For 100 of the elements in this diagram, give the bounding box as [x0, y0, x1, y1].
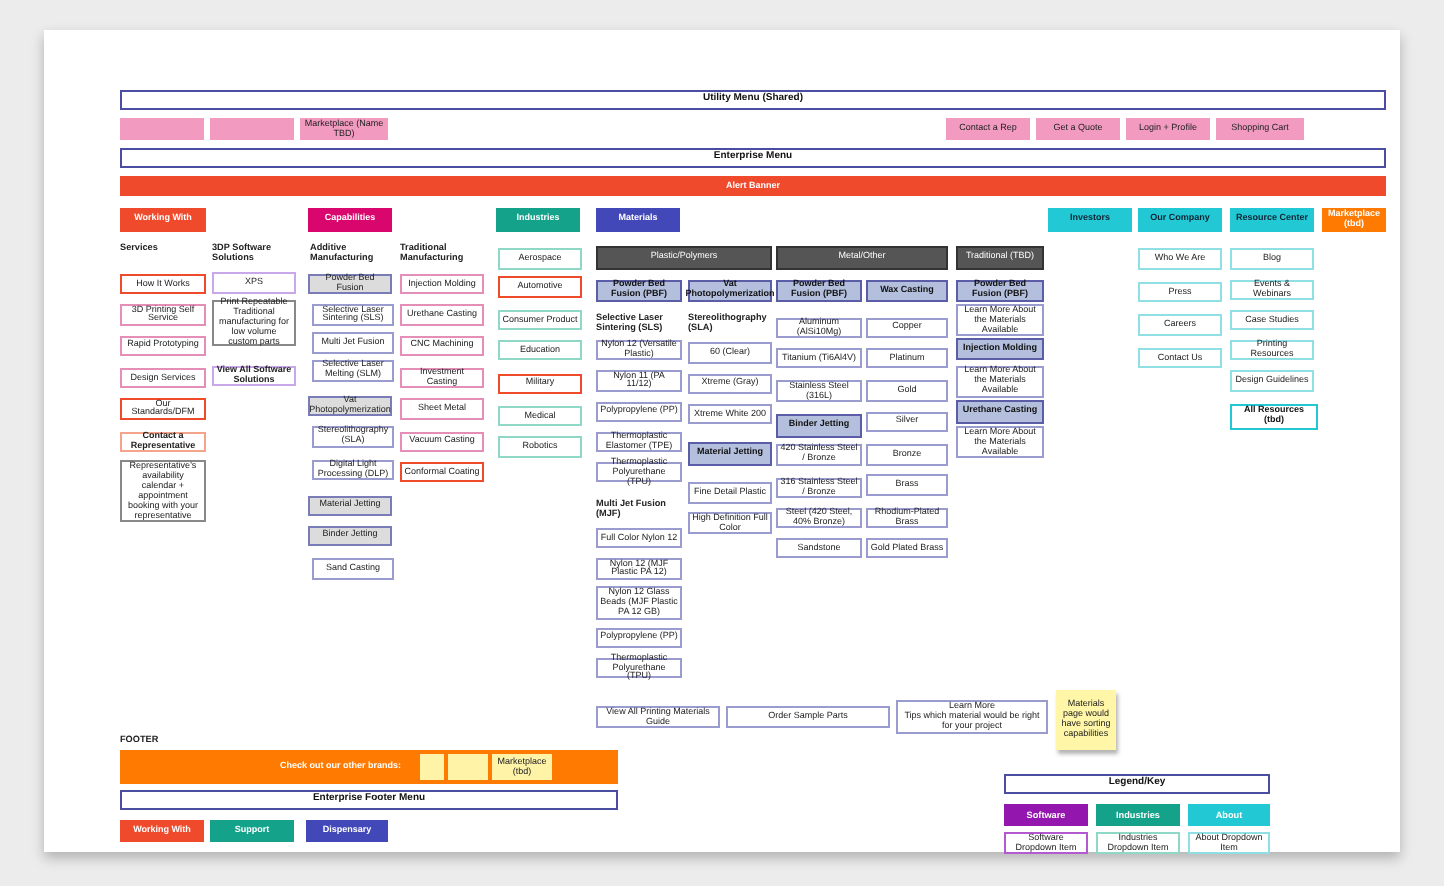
- page-item: [956, 426, 1044, 459]
- page-item: [1230, 340, 1314, 361]
- page-item: [866, 347, 948, 369]
- page-item: [1230, 309, 1314, 331]
- page-item: [688, 482, 772, 504]
- page-item: [400, 304, 484, 326]
- page-item: [1138, 248, 1222, 270]
- page-item: [120, 304, 206, 326]
- subcategory-header: [308, 495, 392, 516]
- section-header: [596, 208, 680, 232]
- page-item: [212, 271, 296, 295]
- page-item: [896, 700, 1048, 734]
- section-header: [120, 208, 206, 232]
- page-item: [400, 462, 484, 483]
- subcategory-header: [596, 279, 682, 303]
- subcategory-header: [956, 399, 1044, 424]
- page-item: [400, 335, 484, 356]
- page-item: [776, 317, 862, 338]
- nav-tab: [1036, 118, 1120, 140]
- page-item: [688, 342, 772, 364]
- page-item: [400, 398, 484, 420]
- page-item: [866, 474, 948, 496]
- menu-bar: [1004, 774, 1270, 794]
- page-item: [312, 558, 394, 580]
- page-item: [1230, 279, 1314, 300]
- page-item: [596, 706, 720, 728]
- page-item: [1230, 248, 1314, 270]
- page-item: [956, 365, 1044, 398]
- page-item: [866, 538, 948, 559]
- page-item: [866, 380, 948, 402]
- page-item: [498, 373, 582, 394]
- page-item: [1138, 347, 1222, 369]
- sticky-note: [448, 754, 488, 780]
- section-header: [1138, 208, 1222, 232]
- page-item: [776, 507, 862, 529]
- section-header: [308, 208, 392, 232]
- page-item: [120, 368, 206, 389]
- page-item: [596, 370, 682, 392]
- page-item: [1138, 314, 1222, 336]
- page-item: [120, 335, 206, 356]
- page-item: [400, 368, 484, 389]
- page-item: [776, 347, 862, 369]
- page-item: [498, 248, 582, 270]
- page-item: [866, 444, 948, 465]
- nav-tab: [120, 118, 204, 140]
- subcategory-header: [308, 525, 392, 547]
- menu-bar: [120, 90, 1386, 110]
- subcategory-header: [866, 279, 948, 303]
- page-item: [596, 401, 682, 422]
- page-item: [596, 627, 682, 648]
- category-header: [776, 246, 948, 270]
- section-header: [120, 820, 204, 842]
- page-item: [120, 274, 206, 295]
- page-item: [596, 528, 682, 549]
- page-item: [498, 406, 582, 427]
- page-item: [1230, 403, 1318, 430]
- category-header: [596, 246, 772, 270]
- subcategory-header: [956, 279, 1044, 303]
- page-item: [596, 558, 682, 580]
- nav-tab: [210, 118, 294, 140]
- subcategory-header: [688, 441, 772, 466]
- page-item: [688, 373, 772, 394]
- page-item: [312, 304, 394, 326]
- page-item: [1230, 370, 1314, 392]
- page-item: [498, 436, 582, 458]
- section-header: [496, 208, 580, 232]
- page-item: [312, 332, 394, 354]
- section-header: [1230, 208, 1314, 232]
- subcategory-header: [308, 274, 392, 295]
- page-item: [726, 706, 890, 728]
- footer-banner: [120, 750, 618, 784]
- section-header: [1048, 208, 1132, 232]
- page-item: [120, 398, 206, 420]
- section-header: [210, 820, 294, 842]
- subcategory-header: [776, 279, 862, 303]
- section-header: [120, 176, 1386, 196]
- nav-tab: [1126, 118, 1210, 140]
- page-item: [120, 431, 206, 453]
- page-item: [688, 403, 772, 425]
- page-item: [956, 304, 1044, 337]
- page-item: [1188, 832, 1270, 854]
- page-item: [498, 309, 582, 331]
- menu-bar: [120, 148, 1386, 168]
- page-item: [866, 411, 948, 432]
- page-item: [498, 276, 582, 298]
- page-item: [596, 657, 682, 679]
- subcategory-header: [956, 337, 1044, 361]
- nav-tab: [1216, 118, 1304, 140]
- page-item: [776, 380, 862, 402]
- section-header: [306, 820, 388, 842]
- page-item: [400, 274, 484, 295]
- page-item: [866, 317, 948, 338]
- page-item: [498, 340, 582, 361]
- nav-tab: [946, 118, 1030, 140]
- page-item: [400, 431, 484, 453]
- page-item: [776, 538, 862, 559]
- page-item: [596, 431, 682, 453]
- page-item: [866, 507, 948, 529]
- page-item: [1138, 281, 1222, 303]
- page-item: [1004, 832, 1088, 854]
